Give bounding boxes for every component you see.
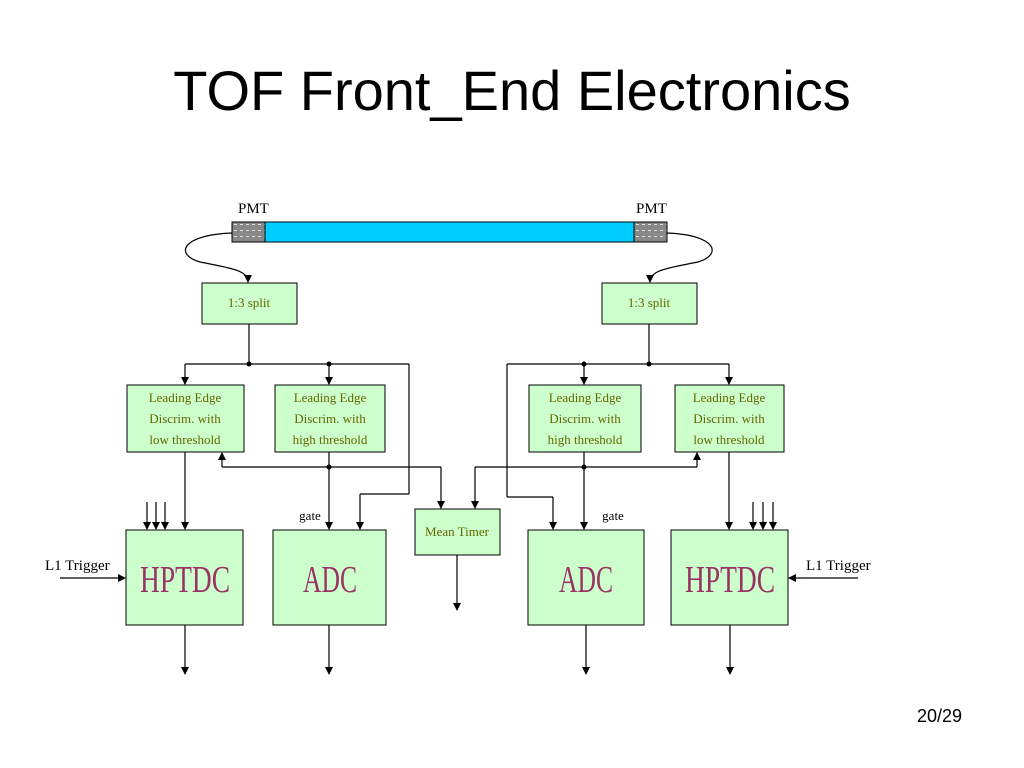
adc-left-label: ADC bbox=[303, 559, 357, 601]
cable-left bbox=[184, 232, 252, 283]
adc-right-label: ADC bbox=[559, 559, 613, 601]
l1-trigger-right-label: L1 Trigger bbox=[806, 558, 871, 574]
discriminator-high-right: Leading Edge Discrim. with high threshol… bbox=[528, 384, 642, 453]
adc-right: ADC bbox=[527, 529, 645, 626]
hptdc-right-inputs bbox=[749, 502, 777, 530]
gate-label-right: gate bbox=[602, 508, 624, 523]
pmt-right-label: PMT bbox=[636, 201, 667, 217]
fanout-right bbox=[506, 324, 733, 530]
discriminator-low-left-line2: Discrim. with bbox=[149, 411, 221, 426]
mean-timer-label: Mean Timer bbox=[425, 524, 490, 539]
scintillator-bar bbox=[263, 221, 635, 243]
hptdc-right-label: HPTDC bbox=[685, 559, 775, 601]
hptdc-left: HPTDC bbox=[125, 529, 244, 626]
discriminator-low-left-line3: low threshold bbox=[149, 432, 221, 447]
fanout-left bbox=[181, 324, 410, 530]
l1-trigger-left-label: L1 Trigger bbox=[45, 558, 110, 574]
discriminator-high-left-line1: Leading Edge bbox=[294, 390, 367, 405]
pmt-right bbox=[633, 221, 668, 243]
slide-title: TOF Front_End Electronics bbox=[173, 59, 851, 122]
discriminator-low-right-line2: Discrim. with bbox=[693, 411, 765, 426]
hptdc-left-label: HPTDC bbox=[140, 559, 230, 601]
discriminator-low-right: Leading Edge Discrim. with low threshold bbox=[674, 384, 785, 453]
splitter-right-label: 1:3 split bbox=[628, 295, 671, 310]
hptdc-right: HPTDC bbox=[670, 529, 789, 626]
discriminator-high-right-line3: high threshold bbox=[548, 432, 623, 447]
discriminator-high-left: Leading Edge Discrim. with high threshol… bbox=[274, 384, 386, 453]
splitter-right: 1:3 split bbox=[601, 282, 698, 325]
pmt-left bbox=[231, 221, 266, 243]
mean-timer: Mean Timer bbox=[414, 508, 501, 556]
adc-left: ADC bbox=[272, 529, 387, 626]
discriminator-low-left: Leading Edge Discrim. with low threshold bbox=[126, 384, 245, 453]
mean-timer-wiring bbox=[218, 452, 701, 509]
discriminator-low-left-line1: Leading Edge bbox=[149, 390, 222, 405]
splitter-left-label: 1:3 split bbox=[228, 295, 271, 310]
discriminator-high-right-line2: Discrim. with bbox=[549, 411, 621, 426]
discriminator-high-left-line2: Discrim. with bbox=[294, 411, 366, 426]
discriminator-high-right-line1: Leading Edge bbox=[549, 390, 622, 405]
discriminator-low-right-line1: Leading Edge bbox=[693, 390, 766, 405]
scintillator-assembly: PMT PMT bbox=[231, 201, 668, 243]
pmt-left-label: PMT bbox=[238, 201, 269, 217]
gate-label-left: gate bbox=[299, 508, 321, 523]
discriminator-low-right-line3: low threshold bbox=[693, 432, 765, 447]
hptdc-left-inputs bbox=[143, 502, 169, 530]
splitter-left: 1:3 split bbox=[201, 282, 298, 325]
discriminator-high-left-line3: high threshold bbox=[293, 432, 368, 447]
cable-right bbox=[646, 232, 713, 283]
page-number: 20/29 bbox=[916, 706, 962, 726]
